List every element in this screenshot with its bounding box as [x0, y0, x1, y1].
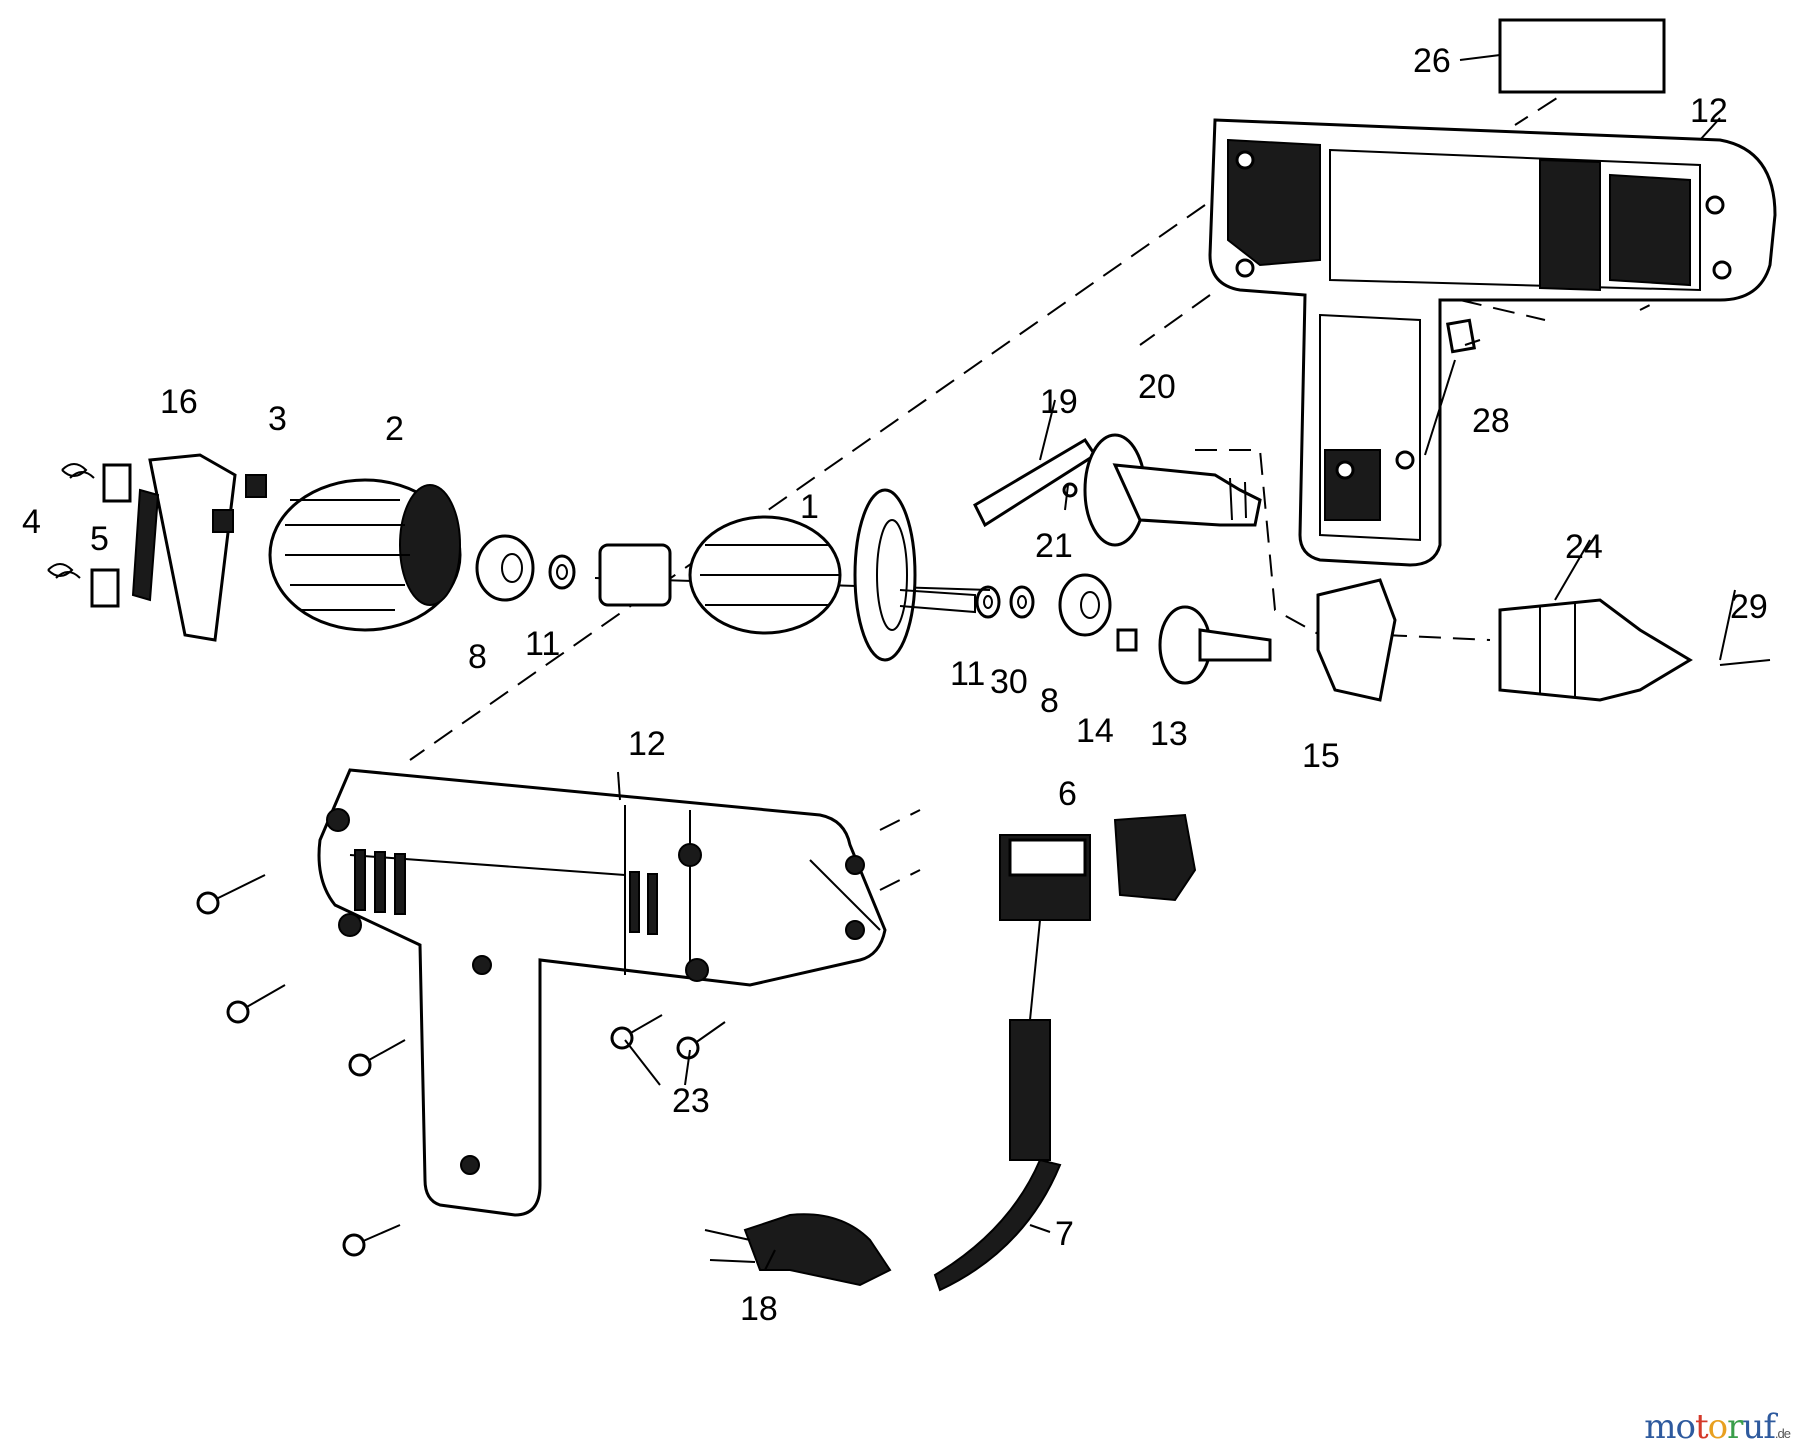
- callout-23: 23: [672, 1082, 710, 1120]
- watermark-letter: u: [1742, 1407, 1764, 1447]
- watermark-letter: t: [1695, 1407, 1709, 1447]
- bracket-15: [1316, 578, 1397, 702]
- callout-18: 18: [740, 1290, 778, 1328]
- callout-19: 19: [1040, 383, 1078, 421]
- callout-15: 15: [1302, 737, 1340, 775]
- callout-20: 20: [1138, 368, 1176, 406]
- callout-24: 24: [1565, 528, 1603, 566]
- bearing-8-right: [1058, 573, 1112, 637]
- watermark-letter: f: [1763, 1407, 1776, 1447]
- stator-2: [268, 478, 462, 632]
- callout-7: 7: [1055, 1215, 1074, 1253]
- callout-16: 16: [160, 383, 198, 421]
- leader-lines: [617, 54, 1736, 1271]
- callout-3: 3: [268, 400, 287, 438]
- watermark-letter: r: [1727, 1407, 1743, 1447]
- callout-2: 2: [385, 410, 404, 448]
- washers: [548, 554, 1035, 619]
- callout-29: 29: [1730, 588, 1768, 626]
- callout-21: 21: [1035, 527, 1073, 565]
- callout-28: 28: [1472, 402, 1510, 440]
- callout-5: 5: [90, 520, 109, 558]
- watermark-suffix: .de: [1774, 1426, 1791, 1441]
- brush-assembly: [47, 453, 267, 642]
- callout-11b: 11: [950, 655, 985, 693]
- housing-half-right: [1208, 118, 1777, 567]
- motoruf-watermark: motoruf.de: [1644, 1407, 1791, 1447]
- watermark-letter: o: [1675, 1407, 1697, 1447]
- callout-13: 13: [1150, 715, 1188, 753]
- part-28: [1445, 318, 1477, 354]
- armature-1: [594, 488, 991, 662]
- chuck-24: [1498, 598, 1771, 702]
- callout-labels: 1 2 3 4 5 6 7 8 8 11 11 12 12 13 14 15 1…: [22, 42, 1768, 1328]
- plug-18: [704, 1213, 892, 1287]
- callout-4: 4: [22, 503, 41, 541]
- callout-26: 26: [1413, 42, 1451, 80]
- screws-23: [196, 874, 726, 1257]
- callout-6: 6: [1058, 775, 1077, 813]
- callout-8a: 8: [468, 638, 487, 676]
- callout-14: 14: [1076, 712, 1114, 750]
- housing-half-left: [317, 768, 887, 1217]
- callout-12b: 12: [628, 725, 666, 763]
- callout-12a: 12: [1690, 92, 1728, 130]
- callout-11a: 11: [525, 625, 560, 663]
- switch-6: [999, 813, 1197, 1021]
- callout-30: 30: [990, 663, 1028, 701]
- part-26-nameplate: [1498, 18, 1666, 94]
- watermark-letter: o: [1707, 1407, 1729, 1447]
- watermark-letter: m: [1644, 1407, 1676, 1447]
- bearing-8-left: [475, 534, 535, 602]
- cord-7: [933, 1019, 1062, 1292]
- gear-shaft-20: [973, 433, 1262, 547]
- callout-8b: 8: [1040, 682, 1059, 720]
- pinion-13: [1116, 605, 1272, 685]
- callout-1: 1: [800, 488, 819, 526]
